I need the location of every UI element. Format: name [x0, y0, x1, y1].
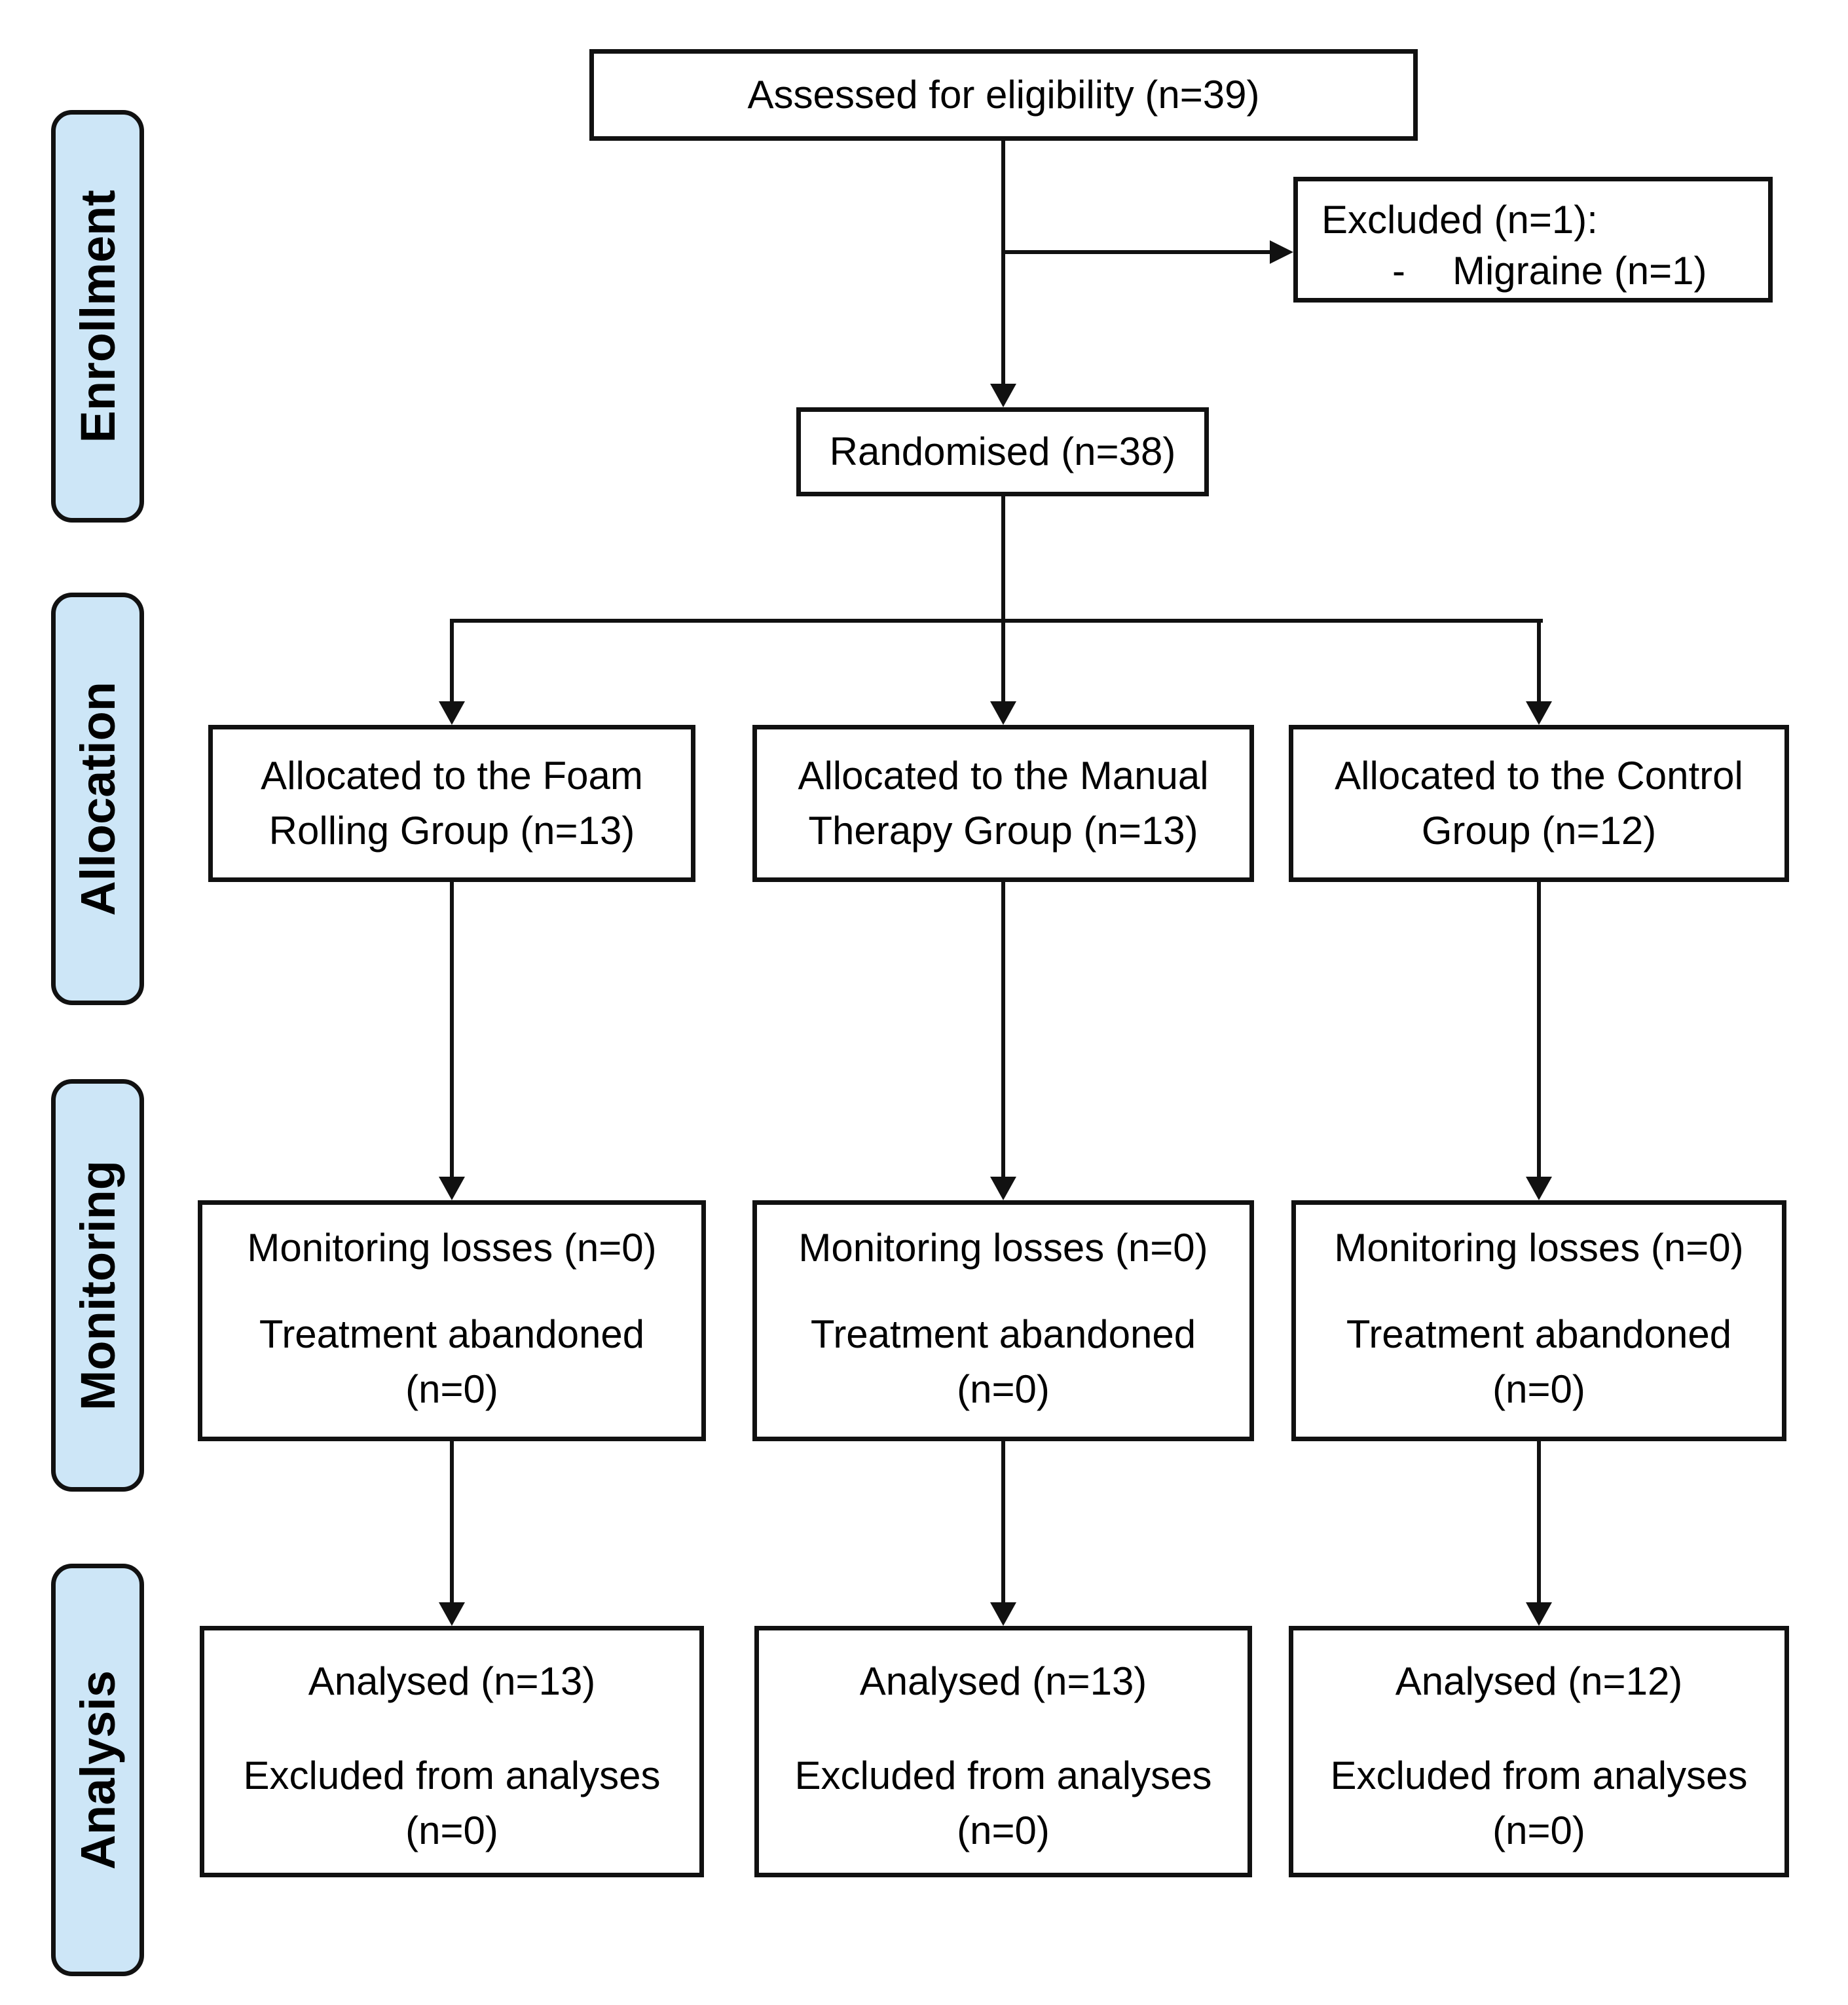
arrowhead-into-foam-allocation	[439, 701, 465, 725]
arrowhead-into-control-allocation	[1526, 701, 1552, 725]
analysis-manual-excluded: Excluded from analyses	[794, 1754, 1212, 1797]
allocation-box-foam-rolling: Allocated to the Foam Rolling Group (n=1…	[208, 725, 695, 882]
stage-label-enrollment: Enrollment	[51, 110, 144, 523]
arrowhead-into-randomised	[990, 384, 1016, 407]
arrowhead-into-foam-monitoring	[439, 1177, 465, 1200]
connector-branch-to-manual	[1001, 619, 1005, 703]
connector-to-excluded	[1001, 250, 1271, 254]
stage-label-monitoring: Monitoring	[51, 1079, 144, 1492]
stage-label-analysis: Analysis	[51, 1564, 144, 1976]
monitoring-control-losses: Monitoring losses (n=0)	[1334, 1226, 1744, 1270]
analysis-foam-analysed: Analysed (n=13)	[308, 1659, 596, 1703]
arrowhead-into-control-monitoring	[1526, 1177, 1552, 1200]
allocation-box-manual-therapy: Allocated to the Manual Therapy Group (n…	[752, 725, 1254, 882]
monitoring-box-foam-rolling: Monitoring losses (n=0) Treatment abando…	[198, 1200, 706, 1441]
excluded-title: Excluded (n=1):	[1321, 198, 1598, 242]
allocation-foam-line1: Allocated to the Foam	[261, 754, 643, 798]
analysis-control-analysed: Analysed (n=12)	[1395, 1659, 1683, 1703]
excluded-bullet-dash: -	[1392, 249, 1405, 293]
connector-branch-to-control	[1537, 619, 1541, 703]
stage-label-allocation-text: Allocation	[70, 682, 125, 916]
analysis-box-manual-therapy: Analysed (n=13) Excluded from analyses (…	[754, 1626, 1252, 1877]
analysis-box-foam-rolling: Analysed (n=13) Excluded from analyses (…	[200, 1626, 704, 1877]
monitoring-foam-abandoned-n: (n=0)	[405, 1367, 498, 1411]
analysis-foam-excluded: Excluded from analyses	[243, 1754, 661, 1797]
connector-randomised-to-branch	[1001, 496, 1005, 621]
allocation-control-line2: Group (n=12)	[1421, 809, 1657, 853]
stage-label-allocation: Allocation	[51, 593, 144, 1005]
stage-label-analysis-text: Analysis	[70, 1670, 125, 1870]
branch-bar	[450, 619, 1543, 623]
randomised-box: Randomised (n=38)	[796, 407, 1209, 496]
monitoring-control-abandoned-n: (n=0)	[1492, 1367, 1585, 1411]
analysis-box-control: Analysed (n=12) Excluded from analyses (…	[1289, 1626, 1789, 1877]
arrowhead-into-manual-analysis	[990, 1602, 1016, 1626]
monitoring-control-abandoned: Treatment abandoned	[1346, 1312, 1732, 1356]
excluded-reason-line: - Migraine (n=1)	[1321, 246, 1752, 297]
monitoring-foam-losses: Monitoring losses (n=0)	[247, 1226, 657, 1270]
stage-label-enrollment-text: Enrollment	[70, 189, 125, 443]
allocation-control-line1: Allocated to the Control	[1335, 754, 1743, 798]
allocation-manual-line2: Therapy Group (n=13)	[808, 809, 1198, 853]
arrowhead-into-manual-allocation	[990, 701, 1016, 725]
monitoring-manual-abandoned: Treatment abandoned	[810, 1312, 1196, 1356]
allocation-manual-line1: Allocated to the Manual	[798, 754, 1209, 798]
connector-foam-allocation-to-monitoring	[450, 882, 454, 1178]
monitoring-box-control: Monitoring losses (n=0) Treatment abando…	[1291, 1200, 1786, 1441]
arrowhead-into-control-analysis	[1526, 1602, 1552, 1626]
monitoring-manual-abandoned-n: (n=0)	[957, 1367, 1050, 1411]
analysis-control-excluded-n: (n=0)	[1492, 1809, 1585, 1852]
connector-foam-monitoring-to-analysis	[450, 1441, 454, 1604]
connector-branch-to-foam	[450, 619, 454, 703]
analysis-foam-excluded-n: (n=0)	[405, 1809, 498, 1852]
connector-control-monitoring-to-analysis	[1537, 1441, 1541, 1604]
excluded-box: Excluded (n=1): - Migraine (n=1)	[1293, 177, 1773, 303]
allocation-box-control: Allocated to the Control Group (n=12)	[1289, 725, 1789, 882]
arrowhead-into-manual-monitoring	[990, 1177, 1016, 1200]
connector-assessed-to-randomised	[1001, 139, 1005, 386]
connector-manual-monitoring-to-analysis	[1001, 1441, 1005, 1604]
arrowhead-into-foam-analysis	[439, 1602, 465, 1626]
analysis-manual-analysed: Analysed (n=13)	[859, 1659, 1147, 1703]
excluded-reason-text: Migraine (n=1)	[1452, 249, 1707, 293]
randomised-text: Randomised (n=38)	[829, 430, 1176, 473]
assessed-eligibility-text: Assessed for eligibility (n=39)	[747, 73, 1260, 117]
monitoring-manual-losses: Monitoring losses (n=0)	[798, 1226, 1208, 1270]
stage-label-monitoring-text: Monitoring	[70, 1160, 125, 1411]
arrowhead-into-excluded	[1270, 240, 1293, 264]
monitoring-foam-abandoned: Treatment abandoned	[259, 1312, 645, 1356]
analysis-manual-excluded-n: (n=0)	[957, 1809, 1050, 1852]
analysis-control-excluded: Excluded from analyses	[1330, 1754, 1748, 1797]
connector-manual-allocation-to-monitoring	[1001, 882, 1005, 1178]
assessed-eligibility-box: Assessed for eligibility (n=39)	[589, 49, 1418, 141]
connector-control-allocation-to-monitoring	[1537, 882, 1541, 1178]
monitoring-box-manual-therapy: Monitoring losses (n=0) Treatment abando…	[752, 1200, 1254, 1441]
allocation-foam-line2: Rolling Group (n=13)	[268, 809, 635, 853]
